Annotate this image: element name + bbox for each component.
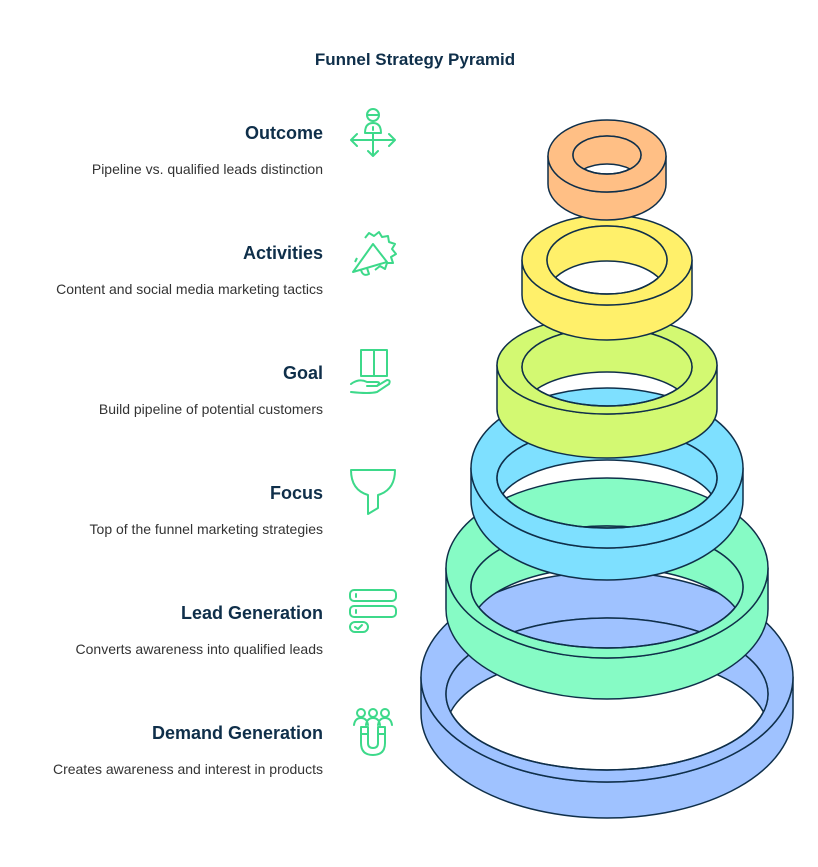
item-title-activities: Activities	[242, 243, 323, 263]
item-title-demand-generation: Demand Generation	[151, 723, 323, 743]
item-desc-outcome: Pipeline vs. qualified leads distinction	[91, 161, 323, 177]
item-desc-lead-generation: Converts awareness into qualified leads	[75, 641, 323, 657]
form-check-icon	[349, 589, 397, 633]
item-title-goal: Goal	[282, 363, 323, 383]
ring-activities	[521, 214, 693, 341]
item-title-outcome: Outcome	[244, 123, 323, 143]
diagram-title: Funnel Strategy Pyramid	[314, 50, 516, 69]
funnel-icon	[350, 469, 396, 515]
person-arrows-icon	[350, 108, 396, 157]
item-title-lead-generation: Lead Generation	[180, 603, 323, 623]
ring-inner-wall	[547, 226, 667, 294]
book-hand-icon	[350, 349, 391, 394]
magnet-people-icon	[353, 708, 393, 756]
item-desc-activities: Content and social media marketing tacti…	[56, 281, 323, 297]
item-desc-focus: Top of the funnel marketing strategies	[89, 521, 323, 537]
megaphone-icon	[352, 231, 397, 276]
item-title-focus: Focus	[269, 483, 323, 503]
item-desc-goal: Build pipeline of potential customers	[98, 401, 323, 417]
ring-outcome	[547, 119, 667, 221]
ring-inner-wall	[521, 328, 692, 407]
ring-inner-wall	[573, 136, 641, 174]
item-desc-demand-generation: Creates awareness and interest in produc…	[52, 761, 323, 777]
